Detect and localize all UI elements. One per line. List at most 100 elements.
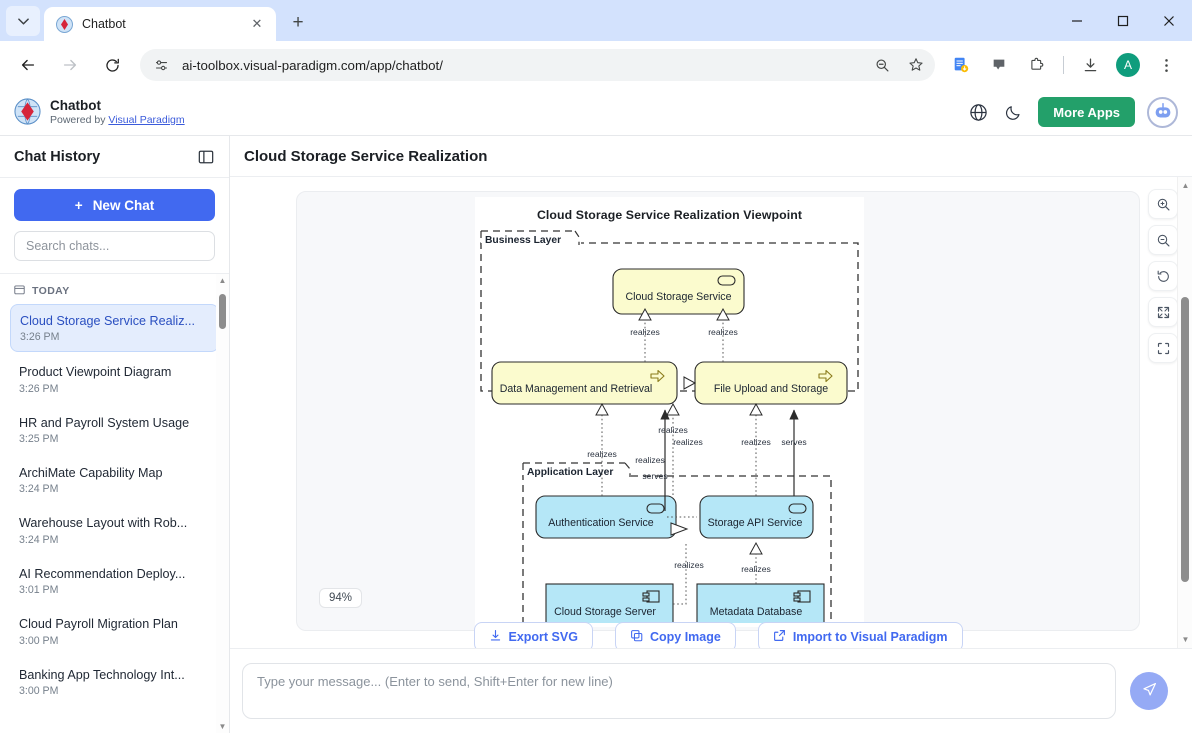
close-window-icon[interactable] (1146, 0, 1192, 41)
zoom-out-page-icon[interactable] (869, 52, 895, 78)
chat-history-item-time: 3:24 PM (19, 483, 59, 496)
scroll-up-arrow-icon[interactable]: ▲ (1181, 181, 1190, 190)
export-svg-button[interactable]: Export SVG (473, 622, 593, 648)
svg-text:realizes: realizes (630, 327, 660, 337)
chat-history-item-title: Warehouse Layout with Rob... (19, 516, 188, 531)
browser-tab[interactable]: Chatbot ✕ (44, 7, 276, 41)
scroll-down-arrow-icon[interactable]: ▼ (1181, 635, 1190, 644)
magnifier-minus-icon[interactable] (1148, 225, 1178, 255)
node-storage-api-service: Storage API Service (699, 495, 814, 539)
chat-scrollbar[interactable]: ▲ ▼ (1177, 177, 1192, 648)
browser-toolbar: ai-toolbox.visual-paradigm.com/app/chatb… (0, 41, 1192, 89)
panel-collapse-icon[interactable] (195, 146, 217, 168)
chat-history-item-time: 3:26 PM (20, 331, 60, 344)
svg-text:Business Layer: Business Layer (485, 235, 561, 246)
site-settings-icon[interactable] (148, 52, 174, 78)
address-bar[interactable]: ai-toolbox.visual-paradigm.com/app/chatb… (140, 49, 935, 81)
close-icon[interactable]: ✕ (251, 16, 263, 31)
new-chat-label: New Chat (92, 197, 155, 213)
moon-icon[interactable] (1002, 100, 1026, 124)
chat-history-item-time: 3:26 PM (19, 382, 59, 395)
maximize-icon[interactable] (1100, 0, 1146, 41)
chat-history-item[interactable]: ArchiMate Capability Map 3:24 PM (10, 457, 219, 503)
window-controls (1054, 0, 1192, 41)
chat-group-today: TODAY (10, 282, 219, 304)
send-paper-plane-icon (1141, 681, 1158, 701)
copy-image-label: Copy Image (649, 630, 721, 644)
search-input[interactable] (14, 231, 215, 261)
profile-avatar[interactable]: A (1116, 53, 1140, 77)
browser-tabstrip: Chatbot ✕ + (0, 0, 1192, 41)
node-cloud-storage-service: Cloud Storage Service (612, 268, 745, 315)
chat-history-item[interactable]: AI Recommendation Deploy...3:01 PM (10, 558, 219, 604)
rotate-ccw-icon[interactable] (1148, 261, 1178, 291)
diagram-toolbar (1148, 189, 1178, 363)
scroll-up-arrow-icon[interactable]: ▲ (218, 276, 227, 285)
chat-history-item-title: Banking App Technology Int... (19, 667, 185, 682)
node-data-management-and-retrieval: Data Management and Retrieval (491, 361, 678, 405)
sidebar-scroll-thumb[interactable] (219, 294, 226, 329)
svg-text:realizes: realizes (708, 327, 738, 337)
reload-icon[interactable] (96, 49, 128, 81)
svg-text:Application Layer: Application Layer (527, 467, 613, 478)
svg-text:realizes: realizes (658, 425, 688, 435)
chat-history-item[interactable]: Warehouse Layout with Rob...3:24 PM (10, 507, 219, 553)
chat-history-item[interactable]: Banking App Technology Int...3:00 PM (10, 659, 219, 705)
chat-scroll-thumb[interactable] (1181, 297, 1189, 582)
svg-text:serves: serves (642, 471, 667, 481)
sidebar-scrollbar[interactable]: ▲ ▼ (216, 274, 229, 733)
svg-text:realizes: realizes (741, 437, 771, 447)
chat-history-item-time: 3:25 PM (19, 433, 59, 446)
chat-history-list: TODAY Cloud Storage Service Realiz...3:2… (0, 274, 229, 733)
more-apps-button[interactable]: More Apps (1038, 97, 1135, 127)
tab-search-button[interactable] (6, 6, 40, 36)
message-area: Cloud Storage Service Realization Viewpo… (230, 177, 1192, 648)
node-cloud-storage-server: Cloud Storage Server (545, 583, 674, 623)
chat-history-item-time: 3:01 PM (19, 584, 59, 597)
new-tab-button[interactable]: + (292, 12, 304, 33)
doc-extension-icon[interactable] (946, 50, 976, 80)
app-brand[interactable]: Chatbot Powered by Visual Paradigm (14, 98, 185, 126)
extensions-puzzle-icon[interactable] (1022, 50, 1052, 80)
message-input[interactable] (242, 663, 1116, 719)
chatbot-avatar[interactable] (1147, 96, 1178, 128)
expand-icon[interactable] (1148, 297, 1178, 327)
import-label: Import to Visual Paradigm (792, 630, 948, 644)
copy-image-button[interactable]: Copy Image (614, 622, 736, 648)
import-to-visual-paradigm-button[interactable]: Import to Visual Paradigm (757, 622, 963, 648)
chat-group-label: TODAY (32, 285, 70, 297)
message-composer (230, 648, 1192, 733)
minimize-icon[interactable] (1054, 0, 1100, 41)
cast-icon[interactable] (984, 50, 1014, 80)
chat-header: Cloud Storage Service Realization (230, 136, 1192, 177)
copy-icon (630, 629, 643, 645)
visual-paradigm-link[interactable]: Visual Paradigm (108, 113, 185, 126)
back-arrow-icon[interactable] (12, 49, 44, 81)
svg-text:realizes: realizes (635, 455, 665, 465)
chat-history-item[interactable]: Cloud Storage Service Realiz...3:26 PM (10, 304, 219, 353)
address-bar-url: ai-toolbox.visual-paradigm.com/app/chatb… (182, 57, 443, 73)
chat-history-item-title: ArchiMate Capability Map (19, 466, 163, 481)
chrome-menu-icon[interactable] (1151, 50, 1181, 80)
downloads-icon[interactable] (1075, 50, 1105, 80)
app-header: Chatbot Powered by Visual Paradigm More … (0, 89, 1192, 136)
node-metadata-database: Metadata Database (696, 583, 825, 623)
svg-text:Authentication Service: Authentication Service (548, 517, 654, 529)
archimate-diagram[interactable]: Cloud Storage Service Realization Viewpo… (475, 197, 864, 627)
svg-text:serves: serves (781, 437, 806, 447)
diagram-action-row: Export SVG Copy Image Import to Visual P… (297, 622, 1139, 648)
svg-text:realizes: realizes (741, 564, 771, 574)
globe-icon[interactable] (966, 100, 990, 124)
send-button[interactable] (1130, 672, 1168, 710)
svg-text:realizes: realizes (674, 560, 704, 570)
bookmark-star-icon[interactable] (903, 52, 929, 78)
new-chat-button[interactable]: + New Chat (14, 189, 215, 221)
magnifier-plus-icon[interactable] (1148, 189, 1178, 219)
scroll-down-arrow-icon[interactable]: ▼ (218, 722, 227, 731)
forward-arrow-icon (54, 49, 86, 81)
download-icon (489, 629, 502, 645)
frame-icon[interactable] (1148, 333, 1178, 363)
